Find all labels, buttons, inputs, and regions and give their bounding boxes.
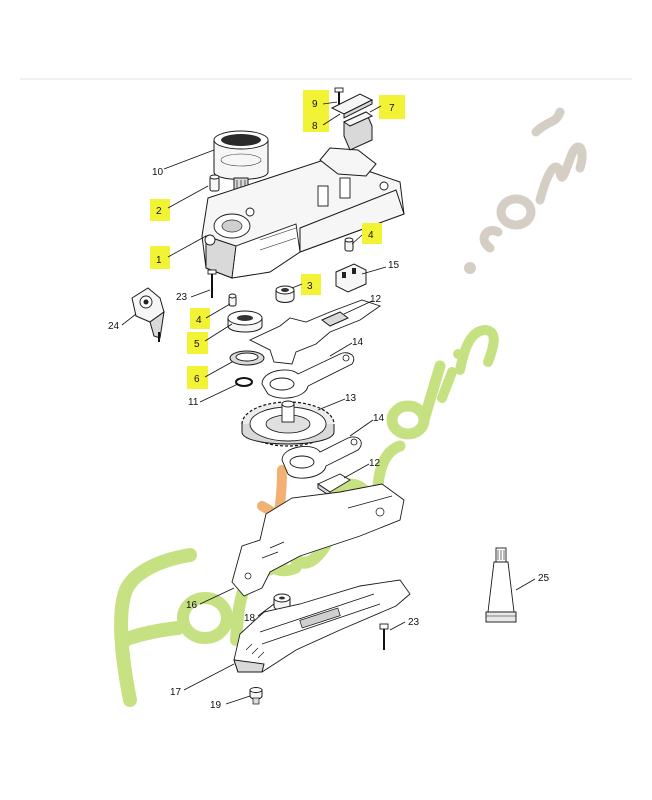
bearing-part-3 [275,285,295,303]
label-part-24: 24 [108,321,120,332]
label-part-25: 25 [538,573,550,584]
label-part-23-upper: 23 [176,292,188,303]
highlight-label-6 [187,366,208,389]
label-part-23-lower: 23 [408,617,420,628]
label-part-18: 18 [244,613,256,624]
highlight-label-4-lower [190,308,210,329]
highlight-label-2 [150,199,170,221]
label-part-1: 1 [156,255,162,266]
pin-part-4-upper [344,237,354,252]
label-part-12-upper: 12 [370,294,382,305]
clamp-part-7 [342,111,374,151]
screw-part-23-lower [379,623,389,650]
bracket-part-24 [131,287,165,342]
label-part-15: 15 [388,260,400,271]
blade-plate-part-16 [231,483,405,597]
label-part-11: 11 [188,397,199,408]
label-part-8: 8 [312,121,318,132]
leader-lines [121,101,536,705]
screw-part-19 [249,687,263,705]
highlight-label-8-9 [303,90,329,132]
motor-part-10 [213,130,269,193]
highlight-label-1 [150,246,170,269]
gear-part-13 [241,400,335,447]
connecting-rod-part-14-upper [261,352,355,399]
label-part-7: 7 [389,103,395,114]
switch-part-15 [335,263,367,293]
connecting-rod-part-14-lower [281,436,362,479]
lower-blade-part-17 [233,579,411,673]
bearing-part-5 [227,310,263,333]
seal-part-6 [229,350,265,366]
label-part-2: 2 [156,206,162,217]
label-part-16: 16 [186,600,198,611]
label-part-4-upper: 4 [368,230,374,241]
plate-part-12-upper [248,299,381,365]
label-part-9: 9 [312,99,318,110]
label-part-3: 3 [307,281,313,292]
highlight-label-4-upper [362,223,382,244]
label-part-13: 13 [345,393,357,404]
grease-tube-part-25 [485,547,517,623]
highlight-label-3 [301,274,321,295]
label-part-4-lower: 4 [196,315,202,326]
highlight-label-7 [379,95,405,119]
gear-housing-part-1 [201,147,405,279]
label-part-14-lower: 14 [373,413,385,424]
circlip-part-11 [235,377,253,387]
label-part-5: 5 [194,339,200,350]
label-part-19: 19 [210,700,222,711]
label-part-10: 10 [152,167,164,178]
label-part-6: 6 [194,374,200,385]
pin-part-4-lower [228,293,237,307]
clip-part-8 [330,93,374,119]
highlight-label-5 [187,332,208,354]
pin-part-2 [209,174,220,192]
bearing-part-18 [273,593,291,611]
screw-part-23-upper [207,269,217,298]
label-part-12-lower: 12 [369,458,381,469]
label-part-14-upper: 14 [352,337,364,348]
label-part-17: 17 [170,687,182,698]
